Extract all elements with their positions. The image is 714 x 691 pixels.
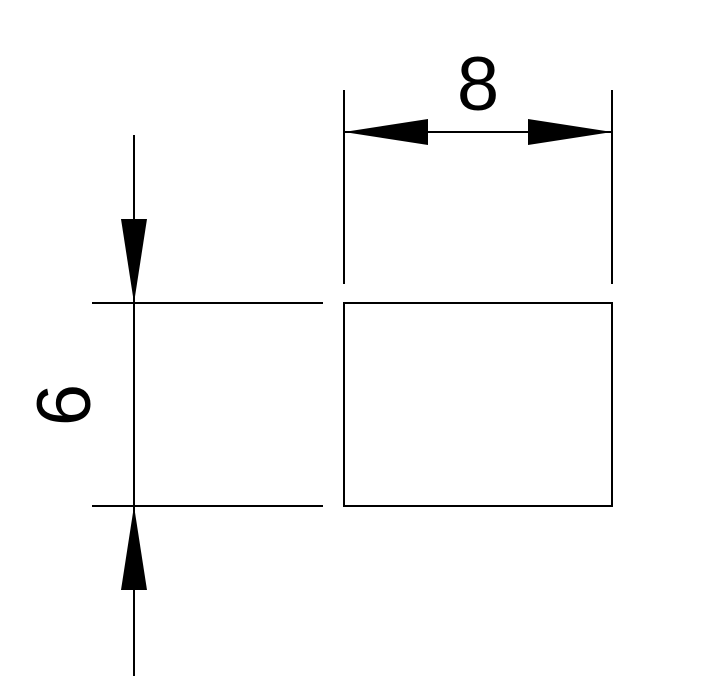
height-arrowhead-top — [121, 219, 147, 303]
dimensioned-rectangle — [343, 302, 613, 507]
height-arrowhead-bottom — [121, 506, 147, 590]
width-arrowhead-right — [528, 119, 612, 145]
height-dimension-label: 6 — [22, 384, 107, 426]
height-dimension: 6 — [22, 135, 323, 676]
width-arrowhead-left — [344, 119, 428, 145]
width-dimension: 8 — [343, 42, 613, 284]
width-dimension-label: 8 — [457, 42, 499, 127]
